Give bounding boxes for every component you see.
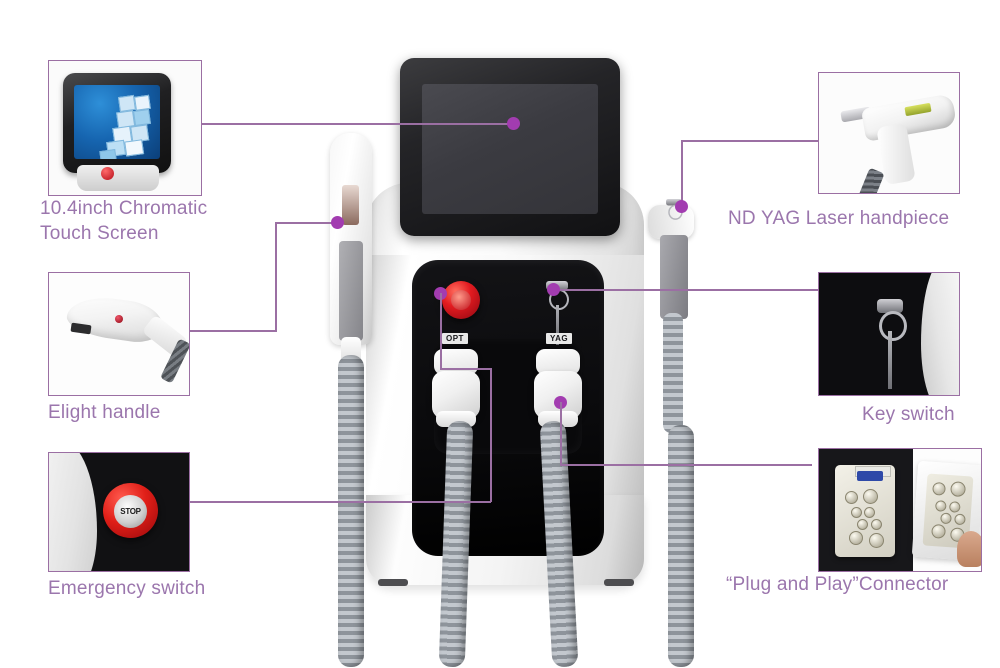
leader-dot-touch-screen bbox=[507, 117, 520, 130]
elight-indicator-icon bbox=[115, 315, 123, 323]
machine-foot-left bbox=[378, 579, 408, 586]
elight-cable bbox=[338, 355, 364, 667]
thumb-elight-handle bbox=[48, 272, 190, 396]
port-label-opt: OPT bbox=[442, 333, 468, 344]
port-label-yag: YAG bbox=[546, 333, 573, 344]
leader-keyswitch-seg1 bbox=[556, 289, 818, 291]
leader-ndyag-seg1 bbox=[681, 140, 819, 142]
opt-connector[interactable] bbox=[432, 349, 480, 449]
callout-label-nd-yag: ND YAG Laser handpiece bbox=[728, 208, 950, 229]
callout-label-key-switch: Key switch bbox=[862, 404, 955, 425]
key-ring-icon bbox=[879, 311, 907, 341]
leader-emergency-seg1 bbox=[188, 501, 491, 503]
elight-window-icon bbox=[342, 185, 359, 225]
machine-illustration: OPT YAG bbox=[318, 55, 694, 668]
leader-dot-elight bbox=[331, 216, 344, 229]
nd-yag-holder-arm bbox=[660, 235, 688, 319]
leader-dot-ndyag bbox=[675, 200, 688, 213]
leader-ndyag-seg2 bbox=[681, 140, 683, 207]
elight-emitter-icon bbox=[70, 322, 92, 335]
callout-label-touch-screen: 10.4inch Chromatic Touch Screen bbox=[40, 198, 208, 244]
yag-connector-nut bbox=[536, 349, 580, 375]
connector-blue-band-icon bbox=[857, 471, 883, 481]
leader-emergency-seg4 bbox=[440, 368, 491, 370]
leader-connector-seg1 bbox=[560, 402, 562, 465]
thumb-touch-screen bbox=[48, 60, 202, 196]
leader-elight-seg2 bbox=[275, 222, 277, 332]
elight-grip bbox=[339, 241, 363, 341]
callout-label-emergency-switch: Emergency switch bbox=[48, 578, 206, 599]
thumb-plug-and-play-connector bbox=[818, 448, 982, 572]
stop-icon-text: STOP bbox=[120, 507, 141, 516]
thumb-nd-yag-handpiece bbox=[818, 72, 960, 194]
hand-icon bbox=[957, 531, 981, 567]
leader-touch-screen-seg2 bbox=[200, 123, 512, 125]
callout-label-plug-and-play: “Plug and Play”Connector bbox=[726, 574, 949, 595]
elight-handle-holder bbox=[330, 133, 372, 363]
key-bow-icon bbox=[877, 299, 903, 313]
key-switch-blade-icon bbox=[556, 305, 559, 345]
thumb-emergency-switch: STOP bbox=[48, 452, 190, 572]
thumb-key-switch bbox=[818, 272, 960, 396]
touch-screen-display[interactable] bbox=[422, 84, 598, 214]
leader-connector-seg2 bbox=[560, 464, 812, 466]
leader-elight-seg3 bbox=[275, 222, 337, 224]
touch-screen-bezel bbox=[400, 58, 620, 236]
nd-yag-cable bbox=[668, 425, 694, 667]
leader-emergency-seg3 bbox=[440, 293, 442, 369]
yag-connector[interactable] bbox=[534, 349, 582, 449]
leader-emergency-seg2 bbox=[490, 368, 492, 502]
leader-elight-seg1 bbox=[188, 330, 276, 332]
machine-foot-right bbox=[604, 579, 634, 586]
emergency-stop-button[interactable] bbox=[442, 281, 480, 319]
nd-yag-holder-cable bbox=[663, 313, 683, 433]
screen-graphic-icon bbox=[78, 90, 160, 159]
callout-label-elight-handle: Elight handle bbox=[48, 402, 161, 423]
key-blade-icon bbox=[888, 331, 892, 389]
leader-dot-keyswitch bbox=[547, 283, 560, 296]
